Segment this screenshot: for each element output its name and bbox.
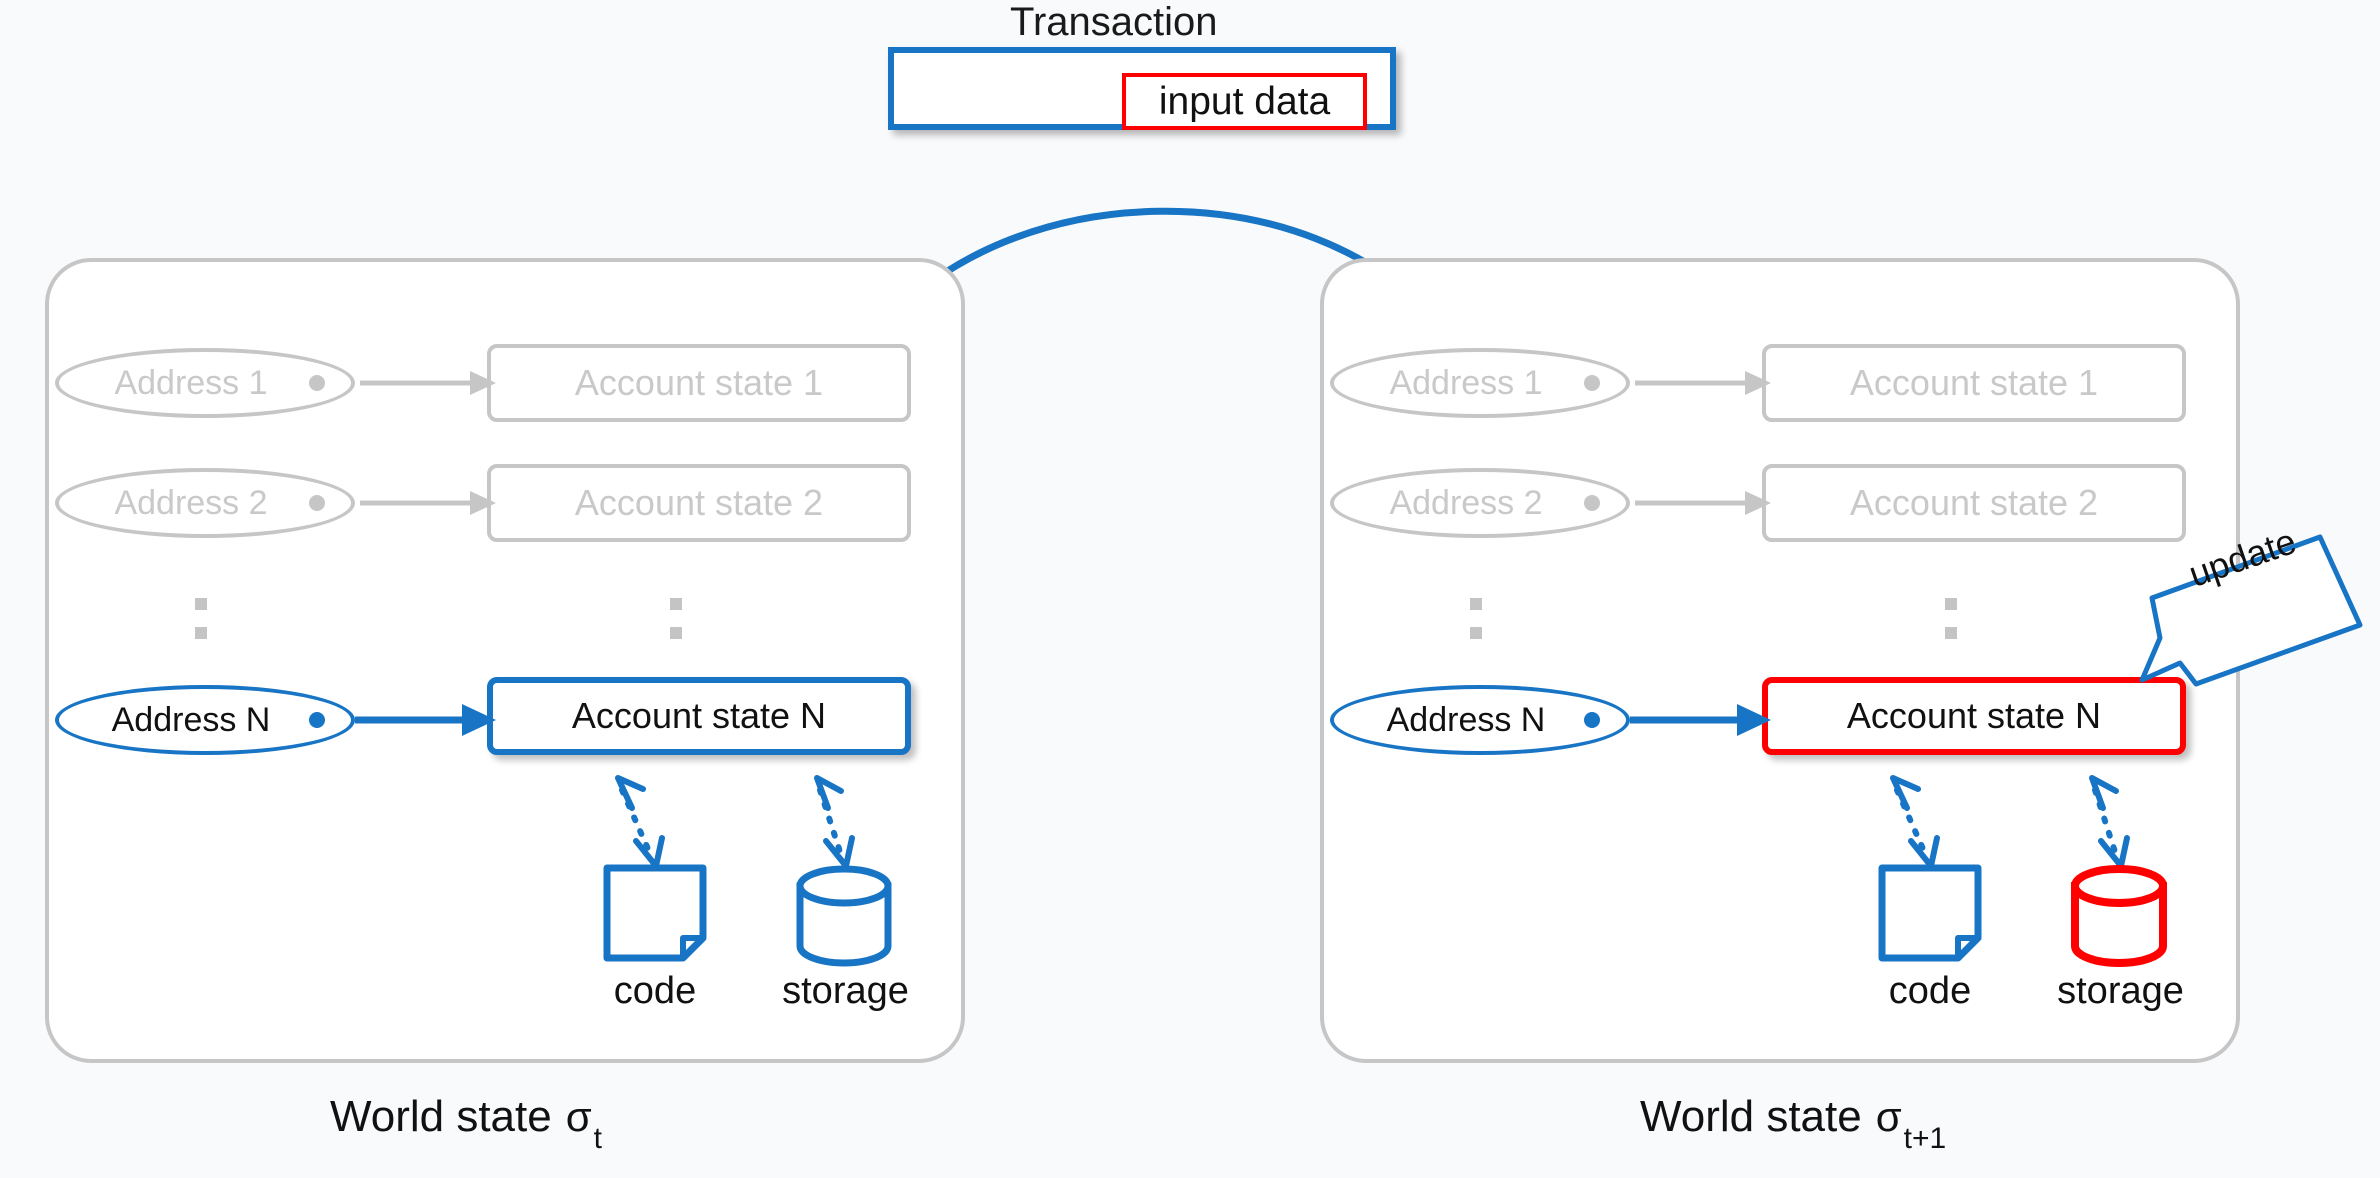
sigma-symbol-right: σ bbox=[1875, 1093, 1902, 1140]
account-state-label-n-right: Account state N bbox=[1846, 695, 2102, 736]
address-anchor-dot-2 bbox=[309, 495, 325, 511]
code-icon-fold-right bbox=[1955, 935, 1978, 958]
storage-icon bbox=[796, 865, 892, 967]
storage-link-line-right bbox=[2092, 787, 2120, 861]
address-label-1: Address 1 bbox=[114, 363, 268, 402]
address-label-1-right: Address 1 bbox=[1389, 363, 1543, 402]
code-caption-left: code bbox=[613, 970, 697, 1012]
connector-arrowhead-n-right bbox=[1737, 704, 1771, 736]
address-anchor-dot-1-right bbox=[1584, 375, 1600, 391]
account-column-ellipsis-right bbox=[1945, 598, 1959, 656]
connector-arrowhead-n bbox=[462, 704, 496, 736]
storage-link-arrowhead-up bbox=[814, 775, 844, 811]
sigma-subscript-right: t+1 bbox=[1903, 1121, 1947, 1155]
connector-arrowhead-2 bbox=[470, 491, 496, 515]
address-label-2: Address 2 bbox=[114, 483, 268, 522]
storage-caption-left: storage bbox=[782, 970, 909, 1012]
account-column-ellipsis bbox=[670, 598, 684, 656]
code-icon bbox=[603, 864, 707, 962]
storage-icon-right bbox=[2071, 865, 2167, 967]
address-label-n: Address N bbox=[111, 700, 271, 739]
address-ellipse-2-right: Address 2 bbox=[1330, 468, 1630, 538]
input-data-box: input data bbox=[1122, 73, 1367, 130]
account-state-label-2: Account state 2 bbox=[574, 482, 824, 523]
address-ellipse-n: Address N bbox=[55, 685, 355, 755]
address-anchor-dot-2-right bbox=[1584, 495, 1600, 511]
code-icon-right bbox=[1878, 864, 1982, 962]
account-state-label-1: Account state 1 bbox=[574, 362, 824, 403]
code-link-arrowhead-down-right bbox=[1908, 835, 1940, 869]
connector-arrowhead-2-right bbox=[1745, 491, 1771, 515]
sigma-subscript-left: t bbox=[593, 1121, 602, 1155]
sigma-symbol-left: σ bbox=[565, 1093, 592, 1140]
address-column-ellipsis bbox=[195, 598, 209, 656]
address-column-ellipsis-right bbox=[1470, 598, 1484, 656]
account-state-box-n-right: Account state N bbox=[1762, 677, 2186, 755]
account-state-box-1-right: Account state 1 bbox=[1762, 344, 2186, 422]
address-label-n-right: Address N bbox=[1386, 700, 1546, 739]
world-state-label-right: World state σt+1 bbox=[1640, 1092, 1946, 1155]
account-state-box-1: Account state 1 bbox=[487, 344, 911, 422]
address-ellipse-1-right: Address 1 bbox=[1330, 348, 1630, 418]
code-caption-right: code bbox=[1888, 970, 1972, 1012]
address-ellipse-n-right: Address N bbox=[1330, 685, 1630, 755]
storage-link-arrowhead-up-right bbox=[2089, 775, 2119, 811]
code-link-arrowhead-up bbox=[615, 775, 646, 811]
account-state-label-2-right: Account state 2 bbox=[1849, 482, 2099, 523]
world-state-label-left: World state σt bbox=[330, 1092, 602, 1155]
code-icon-fold bbox=[680, 935, 703, 958]
storage-caption-right: storage bbox=[2057, 970, 2184, 1012]
world-state-prefix-right: World state bbox=[1640, 1092, 1862, 1141]
update-callout-shape bbox=[2139, 534, 2363, 687]
storage-link-line bbox=[817, 787, 845, 861]
address-anchor-dot-n bbox=[309, 712, 325, 728]
address-anchor-dot-1 bbox=[309, 375, 325, 391]
account-state-box-n: Account state N bbox=[487, 677, 911, 755]
account-state-label-n: Account state N bbox=[571, 695, 827, 736]
code-link-arrowhead-up-right bbox=[1890, 775, 1921, 811]
connector-arrowhead-1-right bbox=[1745, 371, 1771, 395]
address-anchor-dot-n-right bbox=[1584, 712, 1600, 728]
address-ellipse-2: Address 2 bbox=[55, 468, 355, 538]
account-state-label-1-right: Account state 1 bbox=[1849, 362, 2099, 403]
transaction-title: Transaction bbox=[1010, 0, 1218, 44]
address-label-2-right: Address 2 bbox=[1389, 483, 1543, 522]
address-ellipse-1: Address 1 bbox=[55, 348, 355, 418]
world-state-prefix-left: World state bbox=[330, 1092, 552, 1141]
connector-arrowhead-1 bbox=[470, 371, 496, 395]
